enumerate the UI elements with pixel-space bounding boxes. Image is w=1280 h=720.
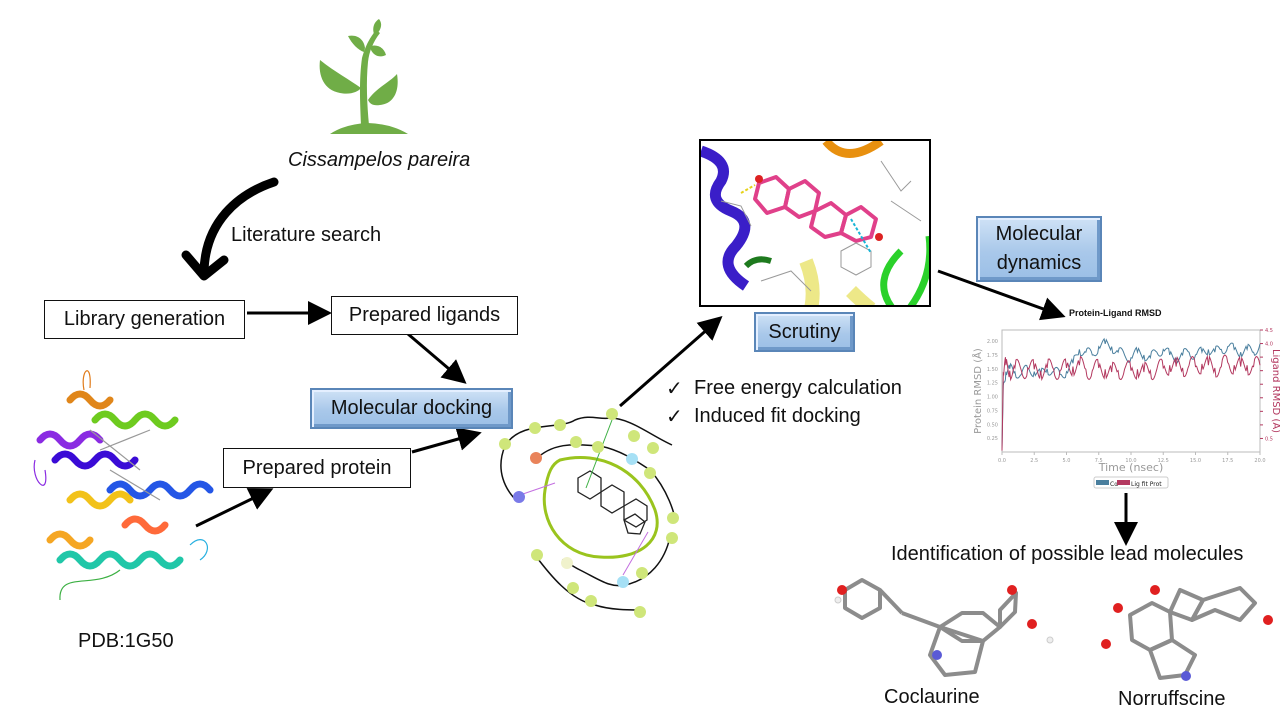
y-tick-label: 2.00 (987, 339, 998, 345)
chart-legend: Cα Lig fit Prot (1093, 476, 1169, 489)
x-axis-label: Time (nsec) (1098, 461, 1164, 474)
arrow-scrutiny-to-md (937, 269, 1066, 321)
check-item-label: Free energy calculation (694, 376, 902, 399)
legend-swatch-calpha (1096, 480, 1109, 485)
prepared-protein-box: Prepared protein (223, 448, 411, 488)
x-tick-label: 7.5 (1095, 458, 1103, 464)
chart-title: Protein-Ligand RMSD (1069, 308, 1162, 318)
arrow-docking-to-scrutiny (619, 316, 723, 408)
y-tick-label: 1.00 (987, 395, 998, 401)
coclaurine-label: Coclaurine (884, 686, 980, 708)
molecular-docking-box: Molecular docking (310, 388, 513, 429)
legend-label-calpha: Cα (1110, 481, 1118, 488)
lead-identification-label: Identification of possible lead molecule… (891, 543, 1244, 565)
y-tick-label: 0.50 (987, 422, 998, 428)
x-tick-label: 0.0 (998, 458, 1006, 464)
protein-pdb-label: PDB:1G50 (78, 630, 174, 652)
legend-label-ligand: Lig fit Prot (1131, 481, 1162, 488)
y-right-tick-label: 4.5 (1265, 328, 1273, 334)
prepared-ligands-box: Prepared ligands (331, 296, 518, 335)
docking-pose-image (699, 139, 931, 307)
arrow-protein-to-docking (411, 427, 482, 454)
literature-search-arrow (199, 177, 279, 277)
arrow-protein-image-to-prepared (195, 488, 274, 528)
x-tick-label: 20.0 (1254, 458, 1265, 464)
x-tick-label: 10.0 (1125, 458, 1136, 464)
check-item-label: Induced fit docking (694, 404, 861, 427)
scrutiny-box: Scrutiny (754, 312, 855, 352)
library-generation-box: Library generation (44, 300, 245, 339)
y-tick-label: 0.75 (987, 408, 998, 414)
y-right-tick-label: 0.5 (1265, 436, 1273, 442)
legend-swatch-ligand (1117, 480, 1130, 485)
checkmark-icon: ✓ (666, 377, 683, 400)
y-tick-label: 1.75 (987, 353, 998, 359)
x-tick-label: 12.5 (1158, 458, 1169, 464)
md-line-1: Molecular (995, 223, 1083, 245)
scrutiny-checklist: ✓ Free energy calculation ✓ Induced fit … (666, 374, 902, 430)
x-tick-label: 17.5 (1222, 458, 1233, 464)
y-tick-label: 1.50 (987, 367, 998, 373)
x-tick-label: 5.0 (1063, 458, 1071, 464)
y-right-tick-label: 4.0 (1265, 342, 1273, 348)
md-line-2: dynamics (996, 252, 1082, 274)
y-tick-label: 1.25 (987, 381, 998, 387)
y-axis-right-label: Ligand RMSD (Å) (1270, 349, 1280, 433)
x-tick-label: 2.5 (1030, 458, 1038, 464)
x-tick-label: 15.0 (1190, 458, 1201, 464)
checkmark-icon: ✓ (666, 405, 683, 428)
check-item: ✓ Free energy calculation (666, 374, 902, 402)
series-line-ligand (1001, 354, 1261, 451)
y-tick-label: 0.25 (987, 436, 998, 442)
y-axis-label: Protein RMSD (Å) (971, 348, 984, 434)
norruffscine-label: Norruffscine (1118, 688, 1226, 710)
literature-search-arrowhead (181, 250, 229, 281)
literature-search-label: Literature search (231, 224, 382, 246)
molecular-dynamics-box: Molecular dynamics (976, 216, 1102, 282)
arrow-ligands-to-docking (407, 332, 467, 384)
check-item: ✓ Induced fit docking (666, 402, 902, 430)
plant-name: Cissampelos pareira (288, 149, 471, 171)
series-line-calpha (1001, 337, 1261, 450)
